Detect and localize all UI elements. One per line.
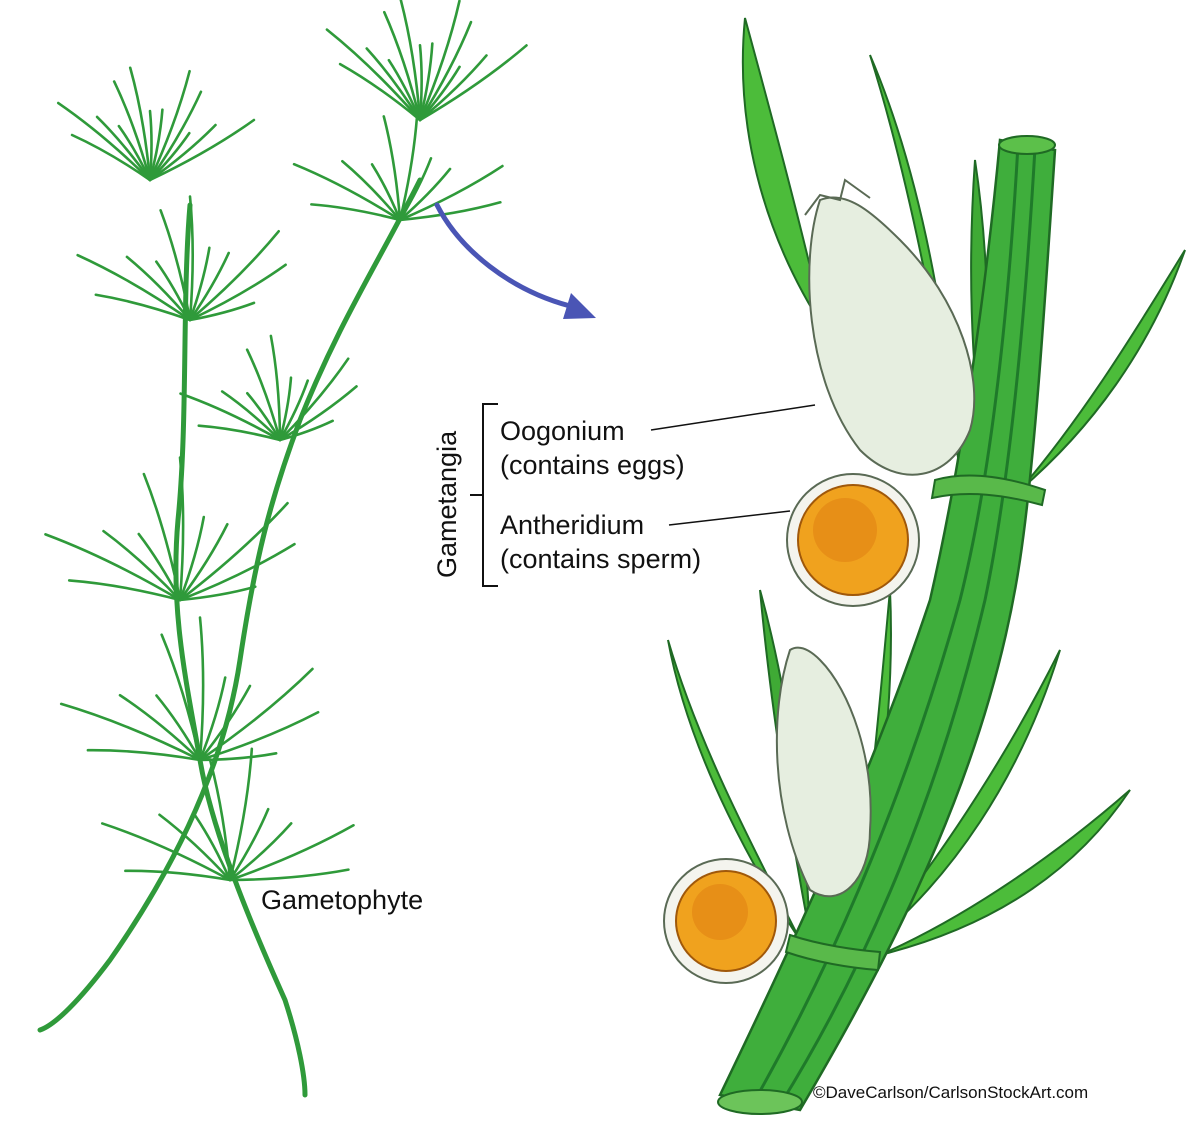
branchlet	[125, 255, 192, 322]
branchlet	[398, 167, 452, 222]
oogonium-label: Oogonium	[500, 416, 625, 446]
branchlet	[142, 472, 182, 602]
branchlet	[148, 118, 256, 182]
branchlet	[112, 80, 152, 182]
gametangia-label: Gametangia	[432, 430, 462, 578]
oogonium-lower	[775, 646, 872, 898]
branchlet	[178, 515, 206, 602]
branchlet	[365, 47, 422, 122]
branchlet	[228, 747, 254, 882]
branchlet	[418, 0, 461, 122]
branchlet	[198, 667, 314, 762]
gametangia-bracket	[470, 403, 498, 587]
branchlet	[178, 456, 185, 602]
branchlet	[382, 115, 402, 222]
branchlet	[70, 133, 152, 182]
branchlet	[278, 376, 293, 442]
branchlet	[118, 693, 202, 762]
branchlet	[198, 676, 227, 762]
gametophyte-plant	[37, 0, 528, 1098]
branchlet	[269, 334, 282, 442]
branchlet	[245, 391, 282, 442]
branchlet	[179, 392, 282, 442]
branchlet	[418, 44, 528, 122]
branchlet	[102, 529, 182, 602]
branchlet	[228, 807, 270, 882]
branchlet	[198, 684, 252, 762]
branchlet	[76, 253, 192, 322]
branchlet	[148, 90, 203, 182]
branchlet	[325, 28, 422, 122]
oogonium-leader	[650, 404, 816, 431]
branchlet	[194, 814, 232, 882]
branchlet	[158, 813, 232, 882]
branchlet	[245, 348, 282, 442]
credit-text: ©DaveCarlson/CarlsonStockArt.com	[813, 1083, 1089, 1102]
oogonium-upper	[804, 178, 976, 476]
antheridium-upper	[786, 473, 920, 607]
branchlet	[160, 633, 202, 762]
branchlet	[137, 532, 182, 602]
branchlet	[95, 115, 152, 182]
branchlet	[188, 301, 256, 322]
branchlet	[370, 163, 402, 222]
branchlet	[148, 69, 191, 182]
branchlet	[148, 123, 217, 182]
branchlet	[188, 230, 280, 322]
branchlet	[399, 0, 422, 122]
branchlet	[154, 260, 192, 322]
branchlet	[418, 20, 473, 122]
branchlet	[159, 209, 192, 322]
branchlet	[228, 868, 350, 882]
branchlet	[67, 579, 182, 602]
branchlet	[278, 419, 334, 442]
curved-arrow-icon	[434, 202, 596, 319]
branchlet	[188, 263, 287, 322]
branchlet	[59, 702, 202, 762]
branchlet	[44, 533, 182, 602]
branchlet	[228, 824, 355, 882]
branchlet	[56, 101, 152, 182]
branchlet	[278, 357, 350, 442]
branchlet	[94, 293, 192, 322]
branchlet	[178, 522, 229, 602]
branchlet	[197, 424, 282, 442]
branchlet	[178, 585, 257, 602]
branchlet	[128, 66, 152, 182]
branchlet	[398, 201, 502, 222]
branchlet	[208, 758, 232, 882]
branchlet	[398, 106, 419, 222]
branchlet	[124, 869, 232, 882]
gametophyte-label: Gametophyte	[261, 885, 424, 915]
branchlet	[178, 501, 289, 602]
branchlet	[338, 62, 422, 122]
branchlet	[278, 385, 358, 442]
branchlet	[198, 616, 205, 762]
branchlet	[188, 195, 195, 322]
antheridium-note: (contains sperm)	[500, 544, 702, 574]
branchlet	[341, 159, 402, 222]
branchlet	[310, 203, 402, 222]
branchlet	[292, 162, 402, 222]
branchlet	[100, 822, 232, 882]
branchlet	[86, 748, 202, 762]
branchlet	[418, 54, 488, 122]
branchlet	[398, 164, 504, 222]
branchlet	[188, 246, 211, 322]
oogonium-note: (contains eggs)	[500, 450, 685, 480]
branchlet	[198, 752, 278, 762]
antheridium-leader	[668, 510, 791, 526]
branchlet	[188, 251, 231, 322]
branchlet	[198, 710, 320, 762]
branchlet	[398, 157, 433, 222]
branchlet	[228, 822, 293, 882]
branchlet	[278, 379, 309, 442]
branchlet	[178, 542, 296, 602]
antheridium-label: Antheridium	[500, 510, 645, 540]
branchlet	[220, 390, 282, 442]
antheridium-lower	[663, 858, 789, 984]
branchlet	[155, 694, 202, 762]
